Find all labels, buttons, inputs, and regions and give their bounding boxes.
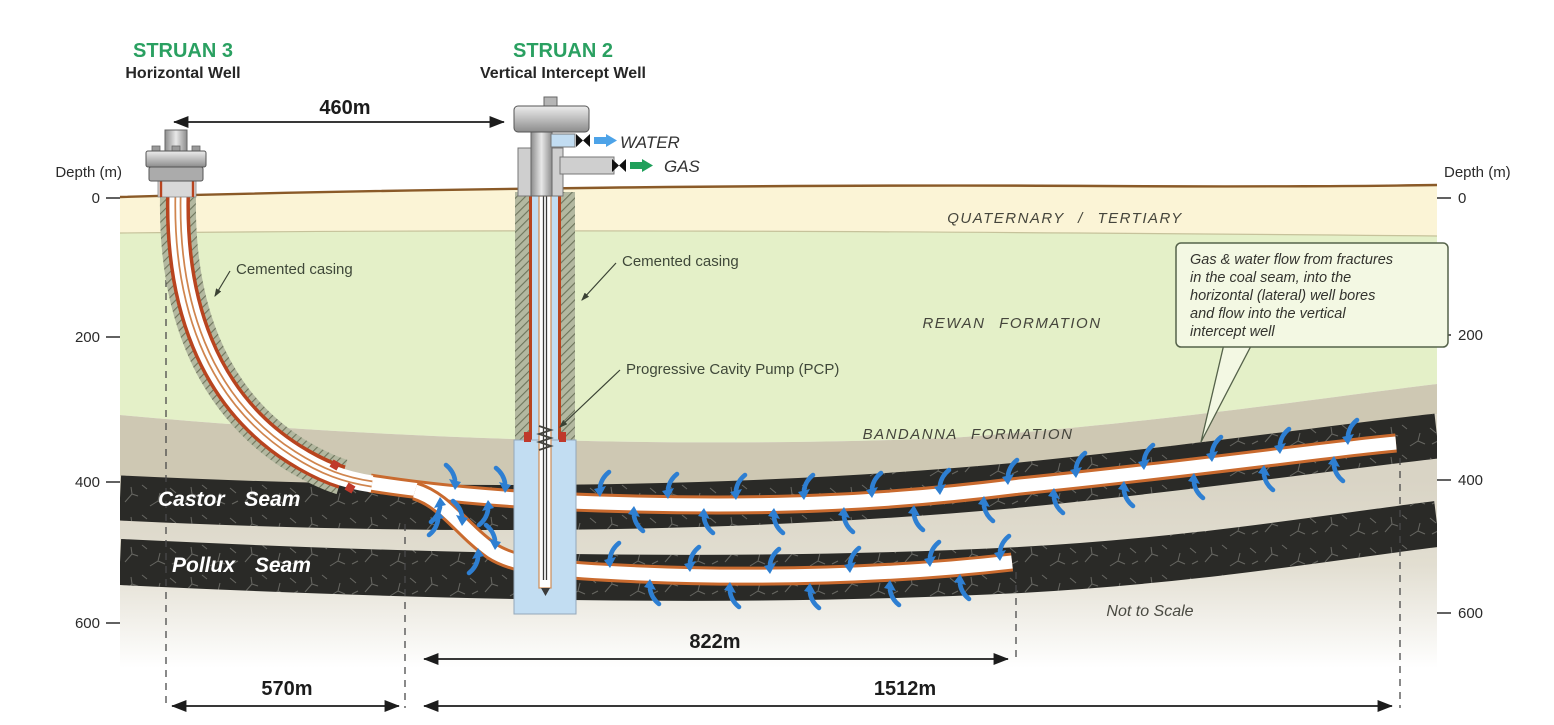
ground-surface-line [119, 183, 1438, 199]
measurement-822m: 822m [423, 631, 1009, 665]
struan2-casing-shoe-right [559, 432, 566, 442]
callout-line-5: intercept well [1190, 324, 1275, 340]
castor-lateral-bore [368, 433, 1397, 515]
casing-shoe-lower [344, 482, 356, 494]
rewan-label: REWAN FORMATION [922, 315, 1101, 332]
quaternary-label: QUATERNARY / TERTIARY [947, 210, 1183, 227]
depth-axis-right: Depth (m) 0 200 400 600 [1437, 164, 1511, 622]
struan2-vertical-well [513, 134, 577, 615]
depth-tick-0-left: 0 [92, 190, 100, 207]
not-to-scale-label: Not to Scale [1106, 603, 1193, 620]
depth-tick-0-right: 0 [1458, 190, 1466, 207]
struan2-production-tubing [538, 195, 552, 589]
callout-line-2: in the coal seam, into the [1190, 270, 1351, 286]
bandanna-label: BANDANNA FORMATION [863, 426, 1074, 443]
depth-tick-200-left: 200 [75, 329, 100, 346]
cemented-casing-label-struan2: Cemented casing [622, 253, 739, 270]
quaternary-rewan-boundary [120, 230, 1437, 237]
pollux-seam-label: Pollux Seam [172, 554, 311, 577]
measurement-1512m-label: 1512m [874, 678, 936, 700]
struan3-curved-well [159, 195, 374, 495]
depth-tick-400-left: 400 [75, 474, 100, 491]
struan2-casing-right [558, 192, 561, 440]
depth-axis-left: Depth (m) 0 200 400 600 [55, 164, 122, 632]
water-flow-arrow-icon [594, 134, 617, 147]
gas-valve-icon [612, 159, 626, 172]
measurement-1512m: 1512m [423, 678, 1393, 712]
callout-line-1: Gas & water flow from fractures [1190, 252, 1393, 268]
measurement-822m-label: 822m [689, 631, 740, 653]
water-output-label: WATER [620, 133, 680, 152]
depth-tick-600-right: 600 [1458, 605, 1483, 622]
casing-shoe-upper [329, 459, 341, 471]
measurement-460m: 460m [173, 97, 505, 128]
struan2-cement-right [559, 192, 575, 440]
gas-flow-arrow-icon [630, 159, 653, 172]
struan2-well-type: Vertical Intercept Well [480, 65, 646, 82]
struan2-wellhead [513, 96, 653, 197]
depth-tick-200-right: 200 [1458, 327, 1483, 344]
struan2-cement-left [515, 192, 531, 440]
measurement-570m-label: 570m [261, 678, 312, 700]
depth-axis-left-title: Depth (m) [55, 164, 122, 181]
gas-output-label: GAS [664, 157, 701, 176]
measurement-460m-label: 460m [319, 97, 370, 119]
flow-callout: Gas & water flow from fractures in the c… [1175, 242, 1449, 443]
bandanna-layer [120, 384, 1437, 486]
struan2-casing-shoe-left [524, 432, 531, 442]
callout-line-4: and flow into the vertical [1190, 306, 1346, 322]
wellhead-column [530, 127, 553, 197]
water-outlet-pipe [550, 133, 576, 148]
wellhead-flange [145, 150, 207, 168]
cemented-casing-leader-struan3 [214, 270, 231, 298]
water-valve-icon [576, 134, 590, 147]
pcp-pump-coil [536, 425, 554, 451]
struan2-well-name: STRUAN 2 [513, 40, 613, 62]
struan3-well-type: Horizontal Well [125, 65, 240, 82]
cemented-casing-label-struan3: Cemented casing [236, 261, 353, 278]
gas-outlet-pipe [559, 156, 615, 175]
pcp-leader [559, 369, 621, 428]
callout-line-3: horizontal (lateral) well bores [1190, 288, 1375, 304]
depth-axis-right-title: Depth (m) [1444, 164, 1511, 181]
pcp-drive-head [513, 105, 590, 133]
struan2-casing-left [529, 192, 532, 440]
measurement-570m: 570m [171, 678, 400, 712]
struan3-wellhead [145, 129, 207, 198]
quaternary-layer [120, 185, 1437, 236]
struan3-well-name: STRUAN 3 [133, 40, 233, 62]
castor-seam-label: Castor Seam [158, 488, 300, 511]
pcp-label: Progressive Cavity Pump (PCP) [626, 361, 839, 378]
pollux-lateral-bore [411, 481, 1014, 586]
callout-box [1175, 242, 1449, 348]
depth-tick-600-left: 600 [75, 615, 100, 632]
geological-section [120, 185, 1437, 668]
rewan-layer [120, 230, 1437, 443]
depth-tick-400-right: 400 [1458, 472, 1483, 489]
cemented-casing-leader-struan2 [581, 262, 617, 301]
tubing-tail-tip [541, 588, 550, 596]
